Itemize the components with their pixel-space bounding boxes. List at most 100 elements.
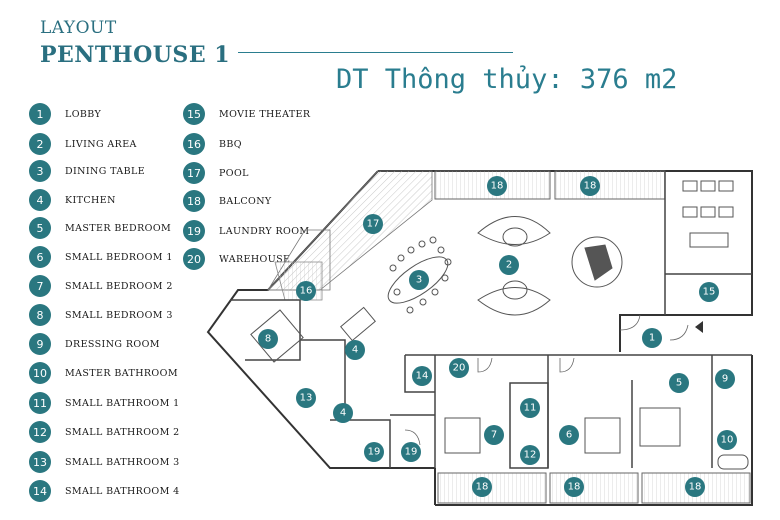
legend-badge: 2 — [29, 133, 51, 155]
legend-label: KITCHEN — [65, 194, 116, 206]
legend-label: WAREHOUSE — [219, 253, 291, 265]
svg-text:16: 16 — [300, 286, 313, 297]
title-layout: LAYOUT — [40, 18, 117, 38]
svg-text:8: 8 — [265, 334, 271, 345]
svg-text:11: 11 — [524, 403, 537, 414]
svg-text:19: 19 — [368, 447, 381, 458]
legend-label: SMALL BEDROOM 3 — [65, 309, 173, 321]
svg-text:14: 14 — [416, 371, 429, 382]
legend-badge: 3 — [29, 160, 51, 182]
legend-label: DRESSING ROOM — [65, 338, 160, 350]
plan-marker-6: 6 — [559, 425, 579, 445]
plan-marker-20: 20 — [449, 358, 469, 378]
plan-marker-3: 3 — [409, 270, 429, 290]
area-text: DT Thông thủy: 376 m2 — [336, 64, 678, 95]
plan-marker-18b: 18 — [580, 176, 600, 196]
legend-badge: 16 — [183, 133, 205, 155]
legend-label: BALCONY — [219, 195, 272, 207]
plan-marker-11: 11 — [520, 398, 540, 418]
svg-text:20: 20 — [453, 363, 466, 374]
plan-marker-14: 14 — [412, 366, 432, 386]
svg-text:15: 15 — [703, 287, 716, 298]
legend-label: DINING TABLE — [65, 165, 146, 177]
svg-text:17: 17 — [367, 219, 380, 230]
svg-text:7: 7 — [491, 430, 497, 441]
svg-text:6: 6 — [566, 430, 572, 441]
plan-marker-13: 13 — [296, 388, 316, 408]
plan-marker-18c: 18 — [472, 477, 492, 497]
legend-item-10: 10 MASTER BATHROOM — [29, 362, 178, 384]
plan-marker-19b: 19 — [401, 442, 421, 462]
title-divider — [238, 52, 513, 53]
legend-label: LAUNDRY ROOM — [219, 225, 310, 237]
legend-badge: 5 — [29, 217, 51, 239]
legend-badge: 7 — [29, 275, 51, 297]
legend-badge: 17 — [183, 162, 205, 184]
legend-label: SMALL BEDROOM 2 — [65, 280, 173, 292]
plan-marker-9: 9 — [715, 369, 735, 389]
svg-text:4: 4 — [340, 408, 346, 419]
doors — [404, 314, 689, 446]
svg-text:3: 3 — [416, 275, 422, 286]
plan-marker-4b: 4 — [333, 403, 353, 423]
legend-item-16: 16 BBQ — [183, 133, 242, 155]
legend-label: SMALL BATHROOM 1 — [65, 397, 180, 409]
legend-label: LIVING AREA — [65, 138, 137, 150]
legend-label: MASTER BATHROOM — [65, 367, 178, 379]
legend-badge: 15 — [183, 103, 205, 125]
legend-item-7: 7 SMALL BEDROOM 2 — [29, 275, 173, 297]
legend-item-1: 1 LOBBY — [29, 103, 101, 125]
plan-marker-16: 16 — [296, 281, 316, 301]
legend-item-6: 6 SMALL BEDROOM 1 — [29, 246, 173, 268]
svg-text:2: 2 — [506, 260, 512, 271]
legend-label: LOBBY — [65, 108, 102, 120]
svg-text:18: 18 — [476, 482, 489, 493]
plan-marker-10: 10 — [717, 430, 737, 450]
svg-text:4: 4 — [352, 345, 358, 356]
plan-marker-2: 2 — [499, 255, 519, 275]
svg-text:18: 18 — [584, 181, 597, 192]
plan-marker-7: 7 — [484, 425, 504, 445]
legend-badge: 19 — [183, 220, 205, 242]
legend-label: MOVIE THEATER — [219, 108, 311, 120]
legend-badge: 9 — [29, 333, 51, 355]
plan-marker-12: 12 — [520, 445, 540, 465]
legend-item-2: 2 LIVING AREA — [29, 133, 137, 155]
legend-label: BBQ — [219, 138, 242, 150]
exterior-walls — [206, 170, 753, 506]
svg-text:19: 19 — [405, 447, 418, 458]
plan-marker-4a: 4 — [345, 340, 365, 360]
legend-badge: 11 — [29, 392, 51, 414]
legend-badge: 6 — [29, 246, 51, 268]
legend-label: POOL — [219, 167, 249, 179]
legend-label: MASTER BEDROOM — [65, 222, 172, 234]
legend-badge: 14 — [29, 480, 51, 502]
legend-label: SMALL BATHROOM 2 — [65, 426, 180, 438]
title-penthouse: PENTHOUSE 1 — [40, 42, 231, 68]
legend-label: SMALL BATHROOM 3 — [65, 456, 180, 468]
legend-badge: 4 — [29, 189, 51, 211]
svg-text:9: 9 — [722, 374, 728, 385]
svg-text:18: 18 — [689, 482, 702, 493]
plan-marker-18e: 18 — [685, 477, 705, 497]
legend-item-4: 4 KITCHEN — [29, 189, 116, 211]
plan-marker-18a: 18 — [487, 176, 507, 196]
svg-text:5: 5 — [676, 378, 682, 389]
legend-item-13: 13 SMALL BATHROOM 3 — [29, 451, 180, 473]
legend-badge: 10 — [29, 362, 51, 384]
legend-badge: 1 — [29, 103, 51, 125]
legend-badge: 18 — [183, 190, 205, 212]
plan-marker-5: 5 — [669, 373, 689, 393]
entrance-arrow-icon — [695, 321, 703, 333]
plan-marker-18d: 18 — [564, 477, 584, 497]
legend-item-11: 11 SMALL BATHROOM 1 — [29, 392, 180, 414]
legend-badge: 13 — [29, 451, 51, 473]
svg-text:13: 13 — [300, 393, 313, 404]
interior-walls — [230, 171, 752, 469]
legend-label: SMALL BEDROOM 1 — [65, 251, 173, 263]
plan-marker-8: 8 — [258, 329, 278, 349]
